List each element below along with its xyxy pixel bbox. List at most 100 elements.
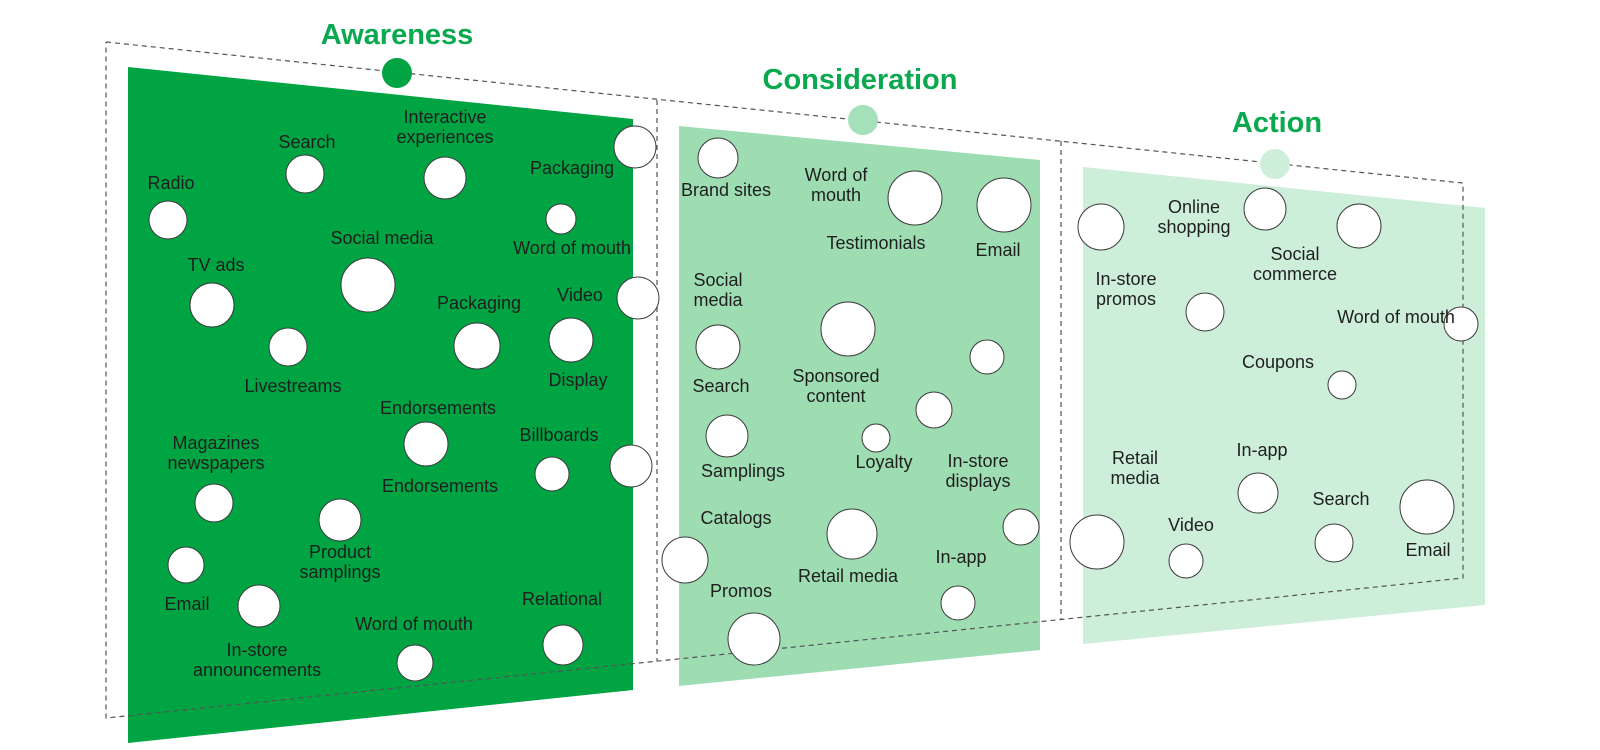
channel-label: In-app <box>935 547 986 567</box>
action-panel <box>1083 167 1485 644</box>
channel-circle <box>820 301 876 357</box>
channel-label: Word of mouth <box>1337 307 1455 327</box>
channel-label: Search <box>1312 489 1369 509</box>
channel-label: Video <box>1168 515 1214 535</box>
channel-label: Promos <box>710 581 772 601</box>
channel-circle <box>661 536 709 584</box>
awareness-panel <box>128 67 633 743</box>
channel-circle <box>1185 292 1225 332</box>
channel-circle <box>861 423 891 453</box>
channel-circle <box>1237 472 1279 514</box>
channel-circle <box>548 317 594 363</box>
channel-label: Radio <box>147 173 194 193</box>
channel-circle <box>969 339 1005 375</box>
channel-circle <box>1327 370 1357 400</box>
channel-circle <box>189 282 235 328</box>
channel-circle <box>1314 523 1354 563</box>
channel-circle <box>318 498 362 542</box>
channel-label: Packaging <box>530 158 614 178</box>
channel-circle <box>1336 203 1382 249</box>
channel-circle <box>826 508 878 560</box>
channel-circle <box>237 584 281 628</box>
consideration-title: Consideration <box>763 64 958 96</box>
channel-circle <box>1399 479 1455 535</box>
channel-label: Loyalty <box>855 452 912 472</box>
channel-circle <box>1077 203 1125 251</box>
channel-label: Word of mouth <box>355 614 473 634</box>
channel-circle <box>453 322 501 370</box>
channel-circle <box>609 444 653 488</box>
channel-circle <box>705 414 749 458</box>
awareness-title: Awareness <box>321 19 474 51</box>
action-title: Action <box>1232 107 1322 139</box>
channel-label: Search <box>278 132 335 152</box>
channel-label: Livestreams <box>244 376 341 396</box>
channel-circle <box>1069 514 1125 570</box>
channel-circle <box>976 177 1032 233</box>
action-dot <box>1260 149 1290 179</box>
channel-label: Search <box>692 376 749 396</box>
channel-label: Social media <box>330 228 434 248</box>
consideration-panel <box>679 126 1040 686</box>
channel-label: Samplings <box>701 461 785 481</box>
channel-label: Testimonials <box>826 233 925 253</box>
channel-label: Catalogs <box>700 508 771 528</box>
channel-circle <box>194 483 234 523</box>
channel-label: Word of mouth <box>513 238 631 258</box>
channel-circle <box>727 612 781 666</box>
channel-label: Display <box>548 370 607 390</box>
awareness-dot <box>382 58 412 88</box>
channel-label: Email <box>975 240 1020 260</box>
channel-circle <box>423 156 467 200</box>
channel-label: Endorsements <box>382 476 498 496</box>
channel-label: Brand sites <box>681 180 771 200</box>
channel-circle <box>1443 306 1479 342</box>
channel-label: Email <box>164 594 209 614</box>
channel-label: Coupons <box>1242 352 1314 372</box>
channel-circle <box>697 137 739 179</box>
channel-label: Billboards <box>519 425 598 445</box>
channel-circle <box>167 546 205 584</box>
channel-circle <box>396 644 434 682</box>
channel-circle <box>887 170 943 226</box>
channel-circle <box>940 585 976 621</box>
channel-circle <box>534 456 570 492</box>
channel-circle <box>915 391 953 429</box>
consideration-dot <box>848 105 878 135</box>
channel-circle <box>148 200 188 240</box>
dashed-frame <box>105 41 1464 719</box>
channel-circle <box>285 154 325 194</box>
channel-circle <box>616 276 660 320</box>
channel-circle <box>1002 508 1040 546</box>
channel-label: Video <box>557 285 603 305</box>
channel-circle <box>268 327 308 367</box>
channel-label: TV ads <box>187 255 244 275</box>
channel-circle <box>403 421 449 467</box>
channel-circle <box>695 324 741 370</box>
channel-circle <box>1243 187 1287 231</box>
channel-circles <box>148 125 1479 682</box>
channel-label: Retail media <box>798 566 899 586</box>
channel-circle <box>613 125 657 169</box>
channel-label: Packaging <box>437 293 521 313</box>
channel-circle <box>545 203 577 235</box>
channel-circle <box>340 257 396 313</box>
channel-label: Email <box>1405 540 1450 560</box>
channel-label: Endorsements <box>380 398 496 418</box>
channel-circle <box>1168 543 1204 579</box>
channel-label: In-app <box>1236 440 1287 460</box>
